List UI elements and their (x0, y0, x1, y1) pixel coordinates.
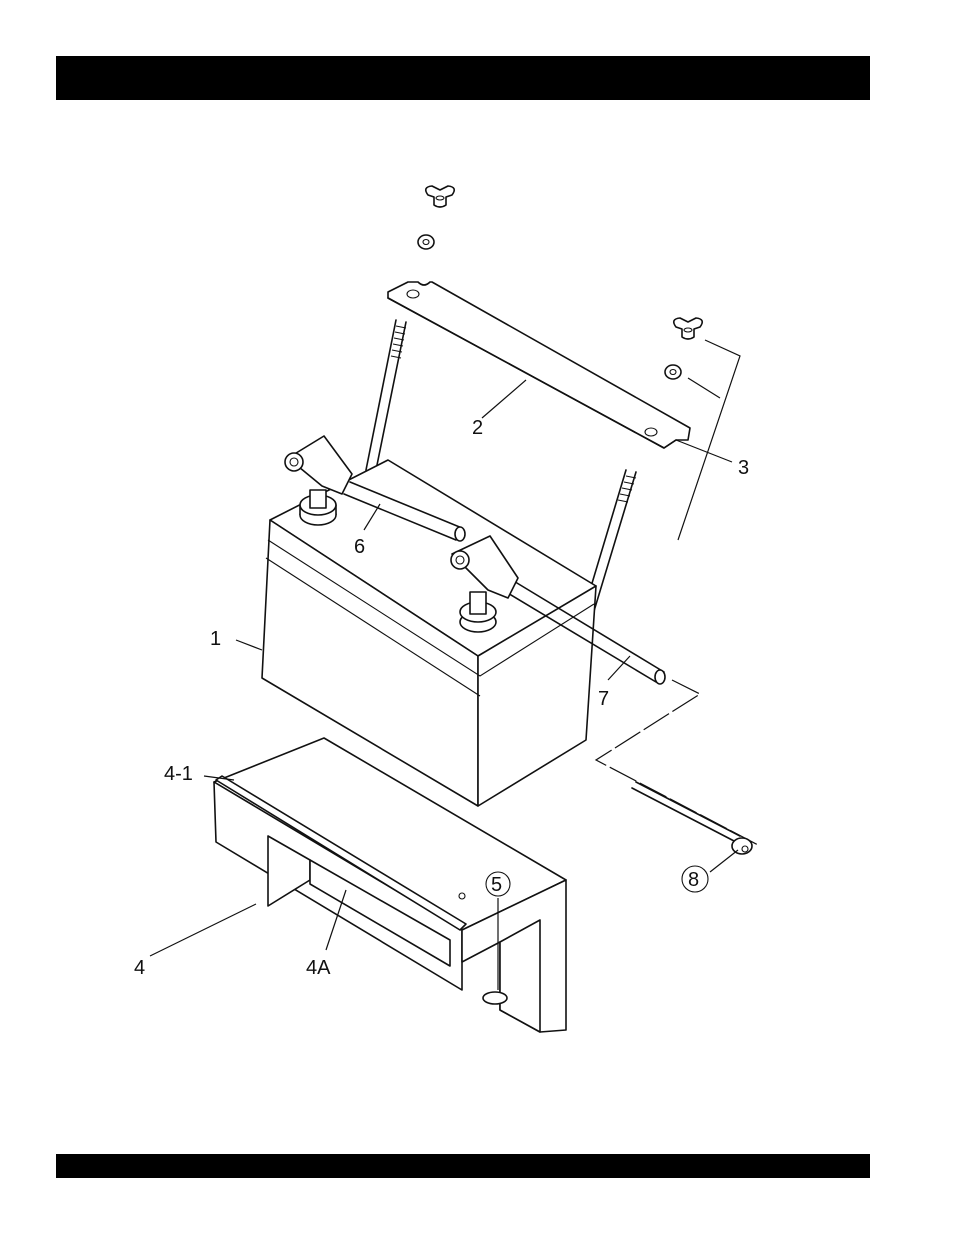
callout-8: 8 (688, 869, 699, 891)
hold-down-bracket (388, 282, 690, 448)
callout-1: 1 (210, 628, 221, 650)
callout-7: 7 (598, 688, 609, 710)
callout-6: 6 (354, 536, 365, 558)
washer-left (418, 235, 434, 249)
callout-5: 5 (491, 874, 502, 896)
ground-cable (632, 782, 752, 854)
footer-bar (56, 1154, 870, 1178)
wing-nut-left (426, 186, 455, 207)
washer-right (665, 365, 681, 379)
callout-4a: 4A (306, 957, 331, 979)
callout-2: 2 (472, 417, 483, 439)
callout-3: 3 (738, 457, 749, 479)
callout-4-1: 4-1 (164, 763, 193, 785)
wing-nut-right (674, 318, 703, 339)
threaded-rod-left (366, 320, 406, 470)
callout-4: 4 (134, 957, 145, 979)
